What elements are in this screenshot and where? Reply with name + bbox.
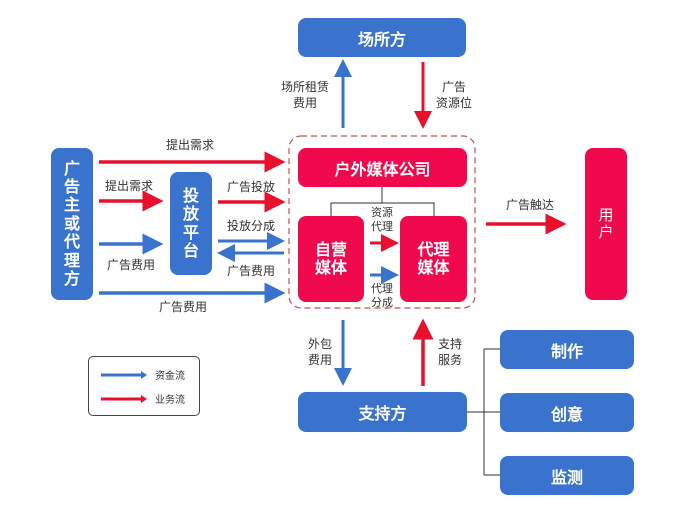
label-placement-share: 投放分成 (226, 219, 275, 233)
legend-item-business: 业务流 (101, 391, 185, 406)
monitoring-node: 监测 (500, 456, 634, 495)
legend-money-label: 资金流 (155, 371, 185, 382)
support-label: 支持方 (358, 404, 407, 423)
red-arrow-icon (101, 394, 147, 403)
label-demand-platform: 提出需求 (104, 179, 153, 193)
user-node: 用 户 (585, 148, 627, 300)
production-label: 制作 (550, 341, 583, 361)
own-media-line: 媒体 (314, 258, 347, 277)
support-node: 支持方 (298, 392, 467, 432)
platform-node: 投 放 平 台 (170, 172, 212, 275)
agency-media-line: 媒体 (417, 258, 450, 277)
venue-node: 场所方 (298, 18, 466, 57)
platform-char: 台 (182, 240, 199, 260)
advertiser-char: 方 (63, 268, 80, 288)
agency-media-line: 代理 (417, 239, 450, 259)
advertiser-char: 主 (63, 195, 80, 215)
legend-item-money: 资金流 (101, 367, 185, 382)
platform-char: 投 (182, 185, 199, 205)
platform-char: 放 (182, 204, 199, 224)
outdoor-company-node: 户外媒体公司 (298, 148, 467, 187)
label-venue-rent: 场所租赁 费用 (280, 80, 329, 110)
label-agency-share: 代理 分成 (371, 282, 393, 310)
legend: 资金流 业务流 (88, 356, 200, 416)
blue-arrow-icon (101, 370, 147, 379)
legend-business-label: 业务流 (155, 395, 185, 406)
label-ad-placement: 广告投放 (226, 180, 275, 194)
support-tree-line (467, 348, 500, 476)
outdoor-media-boundary (288, 135, 476, 309)
label-ad-fee-platform: 广告费用 (106, 258, 155, 272)
own-media-node: 自营 媒体 (298, 216, 364, 302)
label-ad-fee-bottom: 广告费用 (158, 300, 207, 314)
label-resource-agency: 资源 代理 (371, 206, 393, 234)
label-ad-reach: 广告触达 (505, 198, 554, 212)
advertiser-char: 或 (63, 213, 80, 233)
creative-label: 创意 (550, 404, 583, 424)
platform-char: 平 (182, 222, 199, 242)
label-demand-top: 提出需求 (165, 138, 214, 152)
creative-node: 创意 (500, 393, 634, 432)
advertiser-char: 广 (63, 158, 80, 178)
user-char: 户 (598, 223, 614, 241)
agency-media-node: 代理 媒体 (400, 216, 467, 302)
advertiser-char: 告 (63, 177, 80, 197)
monitoring-label: 监测 (550, 467, 583, 487)
own-media-line: 自营 (314, 239, 347, 259)
label-ad-resource: 广告 资源位 (435, 80, 472, 110)
label-outsource-fee: 外包 费用 (307, 337, 332, 367)
advertiser-node: 广 告 主 或 代 理 方 (51, 148, 93, 300)
production-node: 制作 (500, 330, 634, 369)
label-support-service: 支持 服务 (437, 337, 462, 367)
venue-label: 场所方 (357, 29, 406, 49)
outdoor-company-label: 户外媒体公司 (334, 159, 431, 179)
user-char: 用 (598, 205, 614, 224)
label-ad-fee-back: 广告费用 (226, 264, 275, 278)
advertiser-char: 理 (63, 250, 80, 270)
advertiser-char: 代 (63, 232, 80, 252)
company-tree-line (330, 187, 435, 216)
